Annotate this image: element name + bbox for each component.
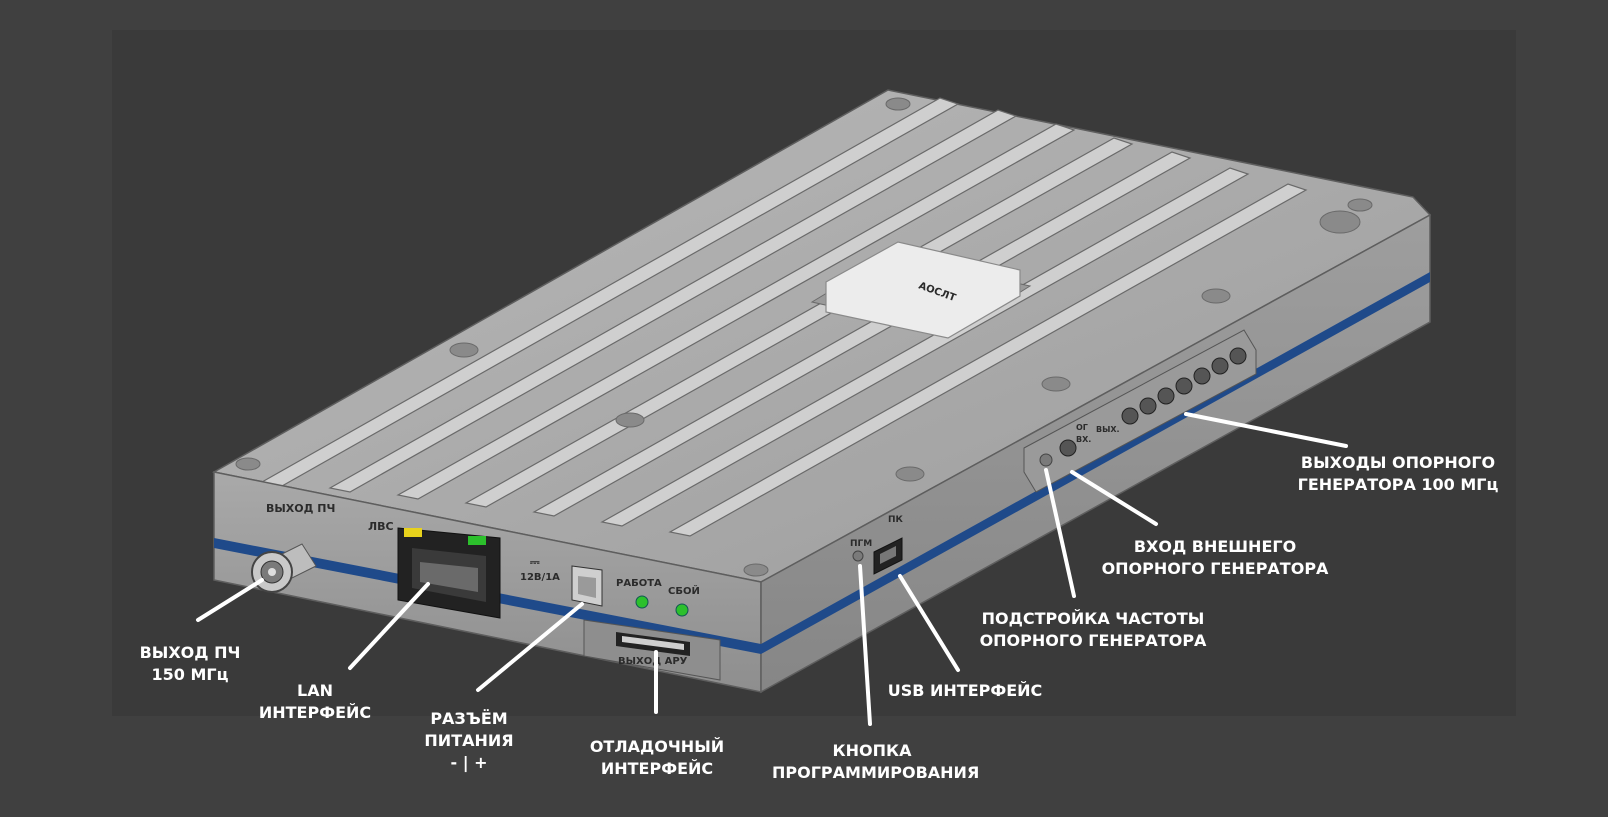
label-fault: СБОЙ: [668, 584, 700, 597]
callout-programming-button: КНОПКА ПРОГРАММИРОВАНИЯ: [772, 741, 980, 782]
ext-ref-in-connector: [1059, 439, 1077, 457]
leader-freq-tune: [1044, 468, 1076, 598]
label-prog: ПГМ: [850, 539, 872, 549]
led-fault: [675, 603, 689, 617]
programming-button: [852, 550, 864, 562]
debug-connector: [583, 619, 721, 681]
callout-ref-outputs: ВЫХОДЫ ОПОРНОГО ГЕНЕРАТОРА 100 МГц: [1297, 453, 1499, 494]
callout-lan-interface: LAN ИНТЕРФЕЙС: [258, 681, 372, 722]
freq-tune-trimmer: [1039, 453, 1053, 467]
mounting-holes: [235, 97, 1373, 577]
led-work: [635, 595, 649, 609]
leader-prog: [858, 564, 872, 726]
label-power: 12В/1А: [520, 572, 560, 583]
top-cap: [825, 241, 1021, 339]
leader-if-out: [196, 578, 264, 622]
power-connector: ⎓: [530, 555, 603, 607]
callout-if-output: ВЫХОД ПЧ 150 МГц: [139, 643, 241, 684]
callout-power-connector: РАЗЪЁМ ПИТАНИЯ - | +: [424, 709, 514, 772]
leader-ref-outs: [1184, 412, 1348, 448]
leader-lan: [348, 582, 430, 670]
callout-debug-interface: ОТЛАДОЧНЫЙ ИНТЕРФЕЙС: [589, 737, 725, 778]
lan-led-yellow: [404, 528, 422, 537]
label-work: РАБОТА: [616, 578, 662, 589]
label-out: ВЫХ.: [1096, 425, 1120, 434]
label-lan: ЛВС: [368, 520, 394, 533]
leader-usb: [898, 574, 960, 672]
lan-port: [397, 527, 501, 619]
leader-power: [476, 602, 584, 692]
callout-freq-tune: ПОДСТРОЙКА ЧАСТОТЫ ОПОРНОГО ГЕНЕРАТОРА: [979, 609, 1207, 650]
callout-usb-interface: USB ИНТЕРФЕЙС: [887, 681, 1043, 700]
blue-stripe-side: [761, 272, 1430, 654]
label-in: ВХ.: [1076, 435, 1091, 444]
label-if-out: ВЫХОД ПЧ: [266, 502, 335, 515]
leader-lines: [196, 412, 1348, 726]
label-og: ОГ: [1076, 423, 1088, 432]
svg-text:⎓: ⎓: [530, 555, 540, 569]
lan-led-green: [468, 536, 486, 545]
label-agc-out: ВЫХОД АРУ: [618, 656, 688, 667]
callout-ext-ref-input: ВХОД ВНЕШНЕГО ОПОРНОГО ГЕНЕРАТОРА: [1101, 537, 1329, 578]
leader-ext-ref: [1070, 470, 1158, 526]
usb-port: [873, 537, 903, 575]
ref-connector-bank: [1023, 329, 1257, 493]
label-pc: ПК: [888, 515, 904, 525]
